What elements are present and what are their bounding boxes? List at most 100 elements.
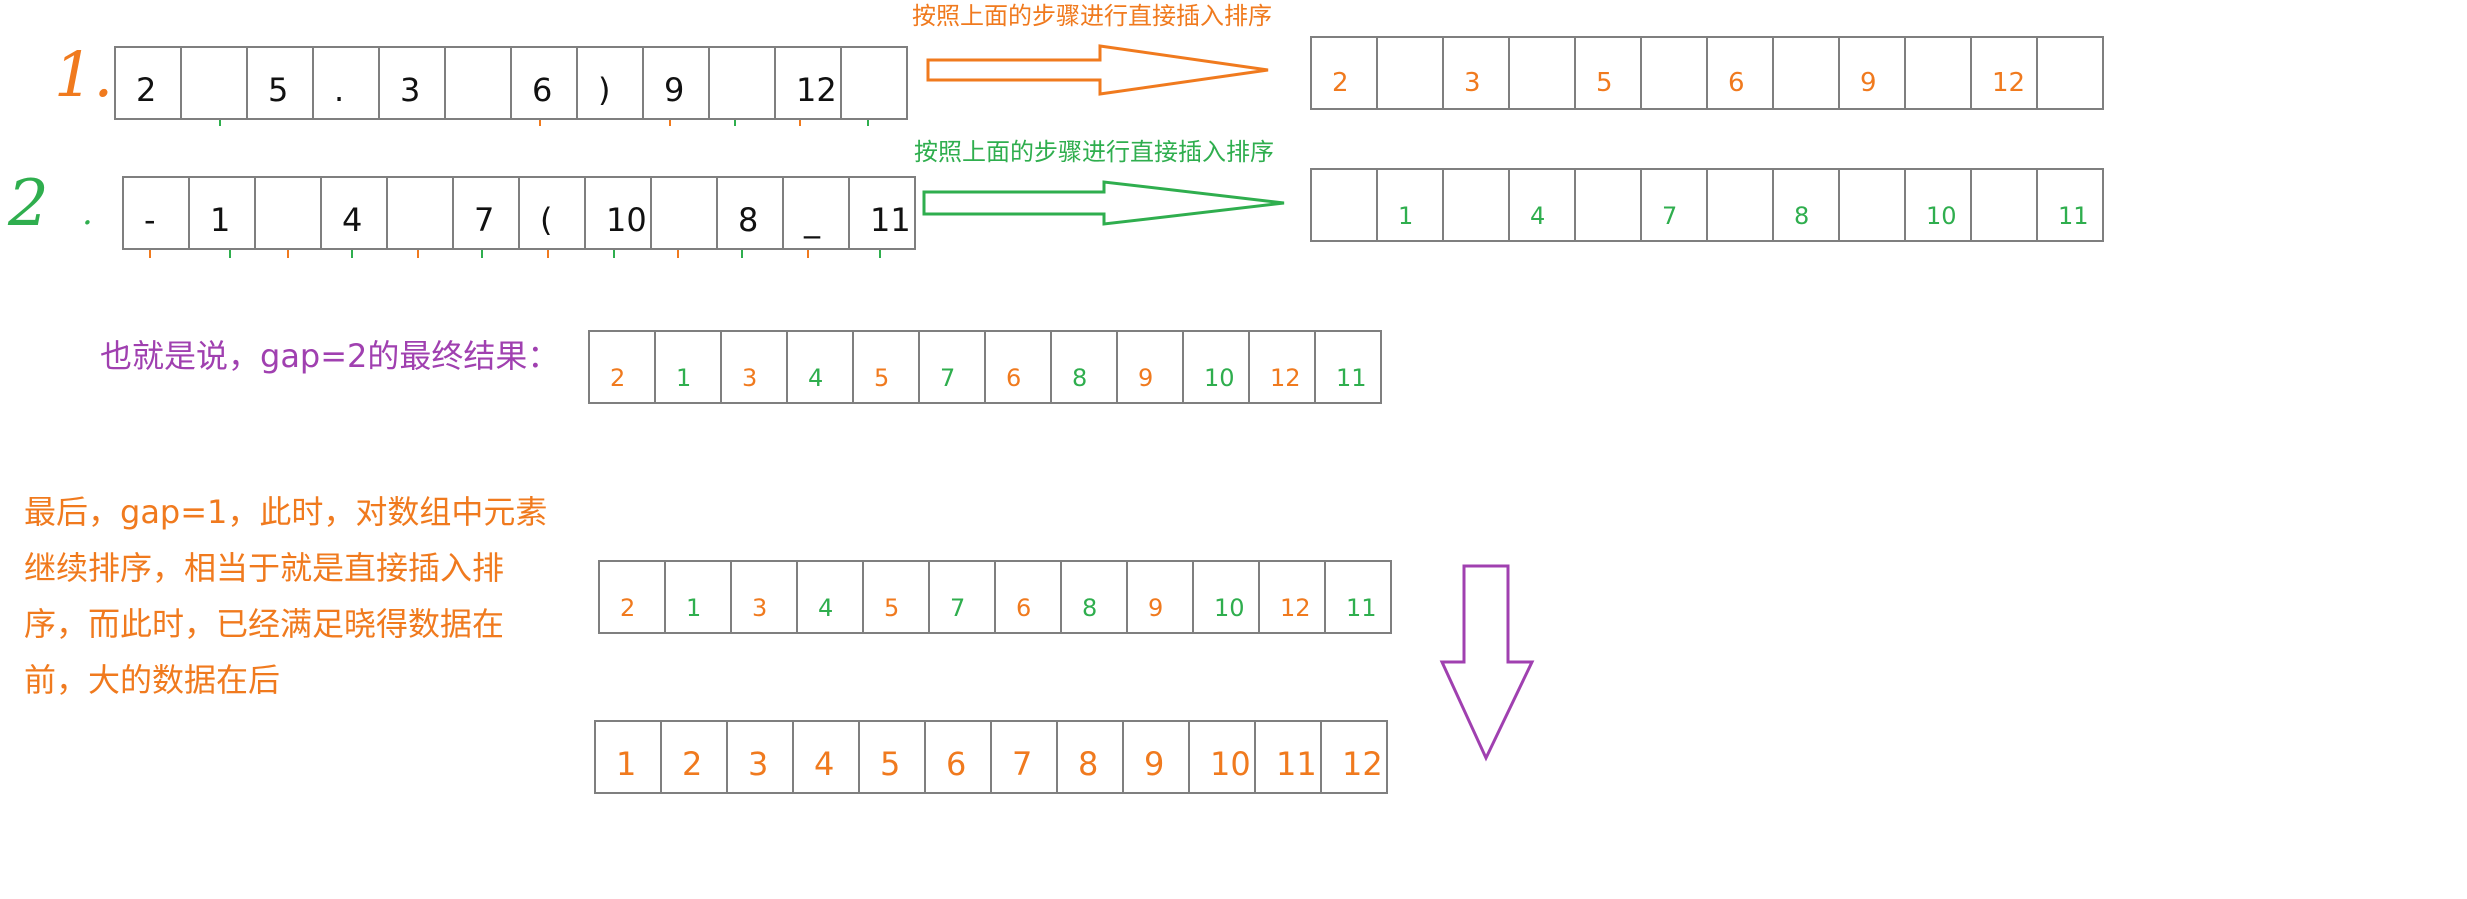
array-cell-value: 11 [2058,202,2089,230]
array-cell: . [312,46,380,120]
array-cell [386,176,454,250]
array-cell [1904,36,1972,110]
array-cell-value: 9 [1148,594,1164,622]
array-cell-value: 1 [210,201,231,239]
array-cell: 4 [786,330,854,404]
array-cell-value: 6 [946,745,967,783]
final-paragraph-line: 前，大的数据在后 [24,661,281,699]
array-cell: 5 [862,560,930,634]
array-cell-value: 4 [342,201,363,239]
array-cell-value: 3 [752,594,768,622]
step-2-tick-marks [149,250,881,258]
array-cell-value: 2 [610,364,626,392]
array-cell: 12 [774,46,842,120]
array-cell-value: 12 [1992,68,2026,98]
final-paragraph-line: 继续排序，相当于就是直接插入排 [24,549,505,587]
array-cell [840,46,908,120]
array-cell: 1 [664,560,732,634]
array-cell: 8 [1056,720,1124,794]
array-cell [1838,168,1906,242]
step-1-caption: 按照上面的步骤进行直接插入排序 [912,2,1272,30]
array-cell: 5 [246,46,314,120]
array-cell-value: 12 [796,71,837,109]
step-2-number: 2 [8,167,49,241]
array-cell: 11 [2036,168,2104,242]
step-1-number: 1. [54,38,114,111]
array-cell-value: 8 [1082,594,1098,622]
array-cell-value: . [334,71,345,109]
step-2-dot: . [82,193,93,233]
array-cell-value: 5 [884,594,900,622]
array-cell [1640,36,1708,110]
array-cell [180,46,248,120]
array-cell: 7 [990,720,1058,794]
array-cell-value: 6 [532,71,553,109]
array-cell-value: 10 [1926,202,1957,230]
array-cell-value: 9 [1860,68,1877,98]
step-2-caption: 按照上面的步骤进行直接插入排序 [914,138,1274,166]
array-cell-value: 12 [1342,745,1383,783]
array-cell: 8 [1060,560,1128,634]
array-cell: 9 [1116,330,1184,404]
array-cell: 11 [1314,330,1382,404]
array-cell: - [122,176,190,250]
array-cell-value: 2 [136,71,157,109]
array-cell [1574,168,1642,242]
array-cell-value: 6 [1006,364,1022,392]
array-cell-value: 10 [1214,594,1245,622]
array-cell [1970,168,2038,242]
array-cell-value: 9 [664,71,685,109]
array-cell-value: 6 [1016,594,1032,622]
array-cell-value: 11 [1346,594,1377,622]
array-cell-value: ( [540,201,553,239]
array-cell: 3 [1442,36,1510,110]
array-cell: ( [518,176,586,250]
array-cell: 4 [1508,168,1576,242]
array-cell-value: 10 [1204,364,1235,392]
array-cell-value: 11 [870,201,911,239]
array-cell: 6 [1706,36,1774,110]
array-cell [1508,36,1576,110]
array-cell-value: 7 [940,364,956,392]
array-cell-value: 4 [818,594,834,622]
array-cell [254,176,322,250]
array-cell: 4 [796,560,864,634]
array-cell: 9 [1126,560,1194,634]
array-cell-value: 2 [682,745,703,783]
array-cell-value: 8 [1072,364,1088,392]
array-cell: 12 [1320,720,1388,794]
array-cell: 6 [924,720,992,794]
array-cell: 11 [848,176,916,250]
array-cell: 10 [1904,168,1972,242]
array-cell: 1 [1376,168,1444,242]
array-cell: 2 [588,330,656,404]
array-cell-value: 11 [1336,364,1367,392]
array-cell-value: 5 [874,364,890,392]
array-cell: 1 [188,176,256,250]
array-cell-value: 1 [616,745,637,783]
array-cell [650,176,718,250]
array-cell [444,46,512,120]
array-cell-value: 7 [474,201,495,239]
array-cell-value: 5 [880,745,901,783]
array-cell-value: 12 [1280,594,1311,622]
array-cell-value: 2 [1332,68,1349,98]
array-cell [1706,168,1774,242]
array-cell: 9 [1838,36,1906,110]
array-cell: 5 [1574,36,1642,110]
array-cell-value: 5 [268,71,289,109]
final-paragraph: 最后，gap=1，此时，对数组中元素 继续排序，相当于就是直接插入排 序，而此时… [24,484,604,708]
array-cell: 10 [1188,720,1256,794]
array-cell-value: 3 [748,745,769,783]
array-cell-value: 7 [1662,202,1678,230]
array-cell: 2 [1310,36,1378,110]
array-cell-value: 9 [1138,364,1154,392]
array-cell-value: 11 [1276,745,1317,783]
array-cell-value: 3 [1464,68,1481,98]
array-cell-value: 5 [1596,68,1613,98]
array-cell-value: 2 [620,594,636,622]
array-cell [2036,36,2104,110]
array-cell: 5 [852,330,920,404]
down-arrow-icon [1439,564,1535,762]
